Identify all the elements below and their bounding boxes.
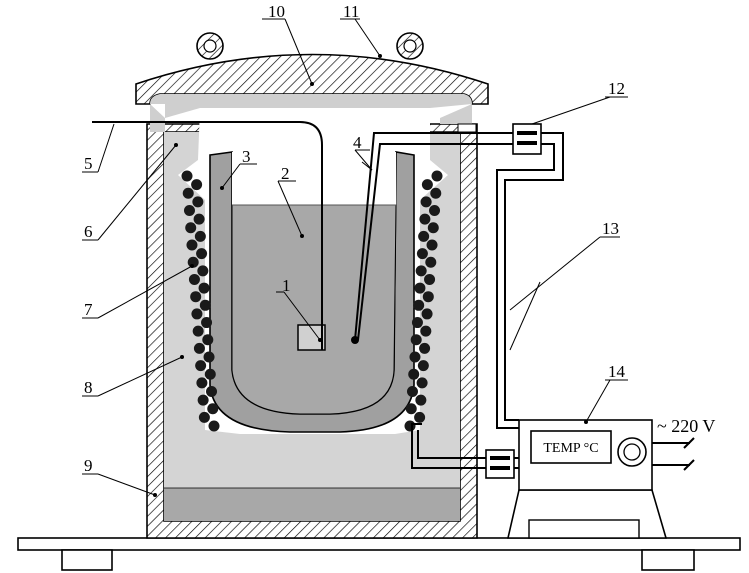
coil-turn — [413, 299, 425, 311]
coil-turn — [199, 299, 211, 311]
crucible — [209, 151, 415, 433]
coil-turn — [422, 291, 434, 303]
coil-turn — [425, 256, 437, 268]
coil-turn — [416, 248, 428, 260]
coil-turn — [430, 187, 442, 199]
furnace-lid — [135, 32, 489, 133]
coil-turn — [421, 308, 433, 320]
coil-turn — [419, 213, 431, 225]
coil-turn — [182, 187, 194, 199]
coil-turn — [417, 360, 429, 372]
coil-turn — [198, 282, 210, 294]
coil-turn — [185, 222, 197, 234]
coil-turn — [416, 377, 428, 389]
callout-10: 10 — [268, 2, 285, 21]
coil-turn — [186, 239, 198, 251]
thermocouple-wires — [351, 132, 564, 429]
coil-turn — [415, 265, 427, 277]
coil-turn — [420, 325, 432, 337]
coil-turn — [198, 411, 210, 423]
leader-lines — [82, 18, 628, 497]
callout-1: 1 — [282, 276, 291, 295]
connector-top — [512, 123, 542, 155]
coil-turn — [192, 196, 204, 208]
callout-4: 4 — [353, 133, 362, 152]
coil-turn — [424, 273, 436, 285]
coil-turn — [421, 179, 433, 191]
callout-3: 3 — [242, 147, 251, 166]
coil-turn — [405, 403, 417, 415]
connector-bottom — [485, 449, 515, 479]
callout-9: 9 — [84, 456, 93, 475]
coil-turn — [192, 325, 204, 337]
coil-turn — [197, 394, 209, 406]
callout-12: 12 — [608, 79, 625, 98]
coil-turn — [202, 334, 214, 346]
controller-display-text: TEMP °C — [543, 441, 598, 456]
callout-2: 2 — [281, 164, 290, 183]
coil-turn — [415, 394, 427, 406]
coil-turn — [193, 213, 205, 225]
coil-turn — [410, 334, 422, 346]
controller-display — [530, 430, 612, 464]
coil-turn — [419, 342, 431, 354]
voltage-label: ~ 220 V — [657, 416, 715, 436]
callout-14: 14 — [608, 362, 626, 381]
coil-turn — [191, 308, 203, 320]
coil-turn — [204, 368, 216, 380]
callout-7: 7 — [84, 300, 93, 319]
coil-turn — [411, 317, 423, 329]
coil-turn — [196, 248, 208, 260]
coil-turn — [408, 368, 420, 380]
temperature-controller: TEMP °C — [506, 419, 668, 539]
power-lines: ~ 220 V — [652, 416, 715, 471]
coil-turn — [196, 377, 208, 389]
coil-turn — [404, 420, 416, 432]
coil-turn — [183, 204, 195, 216]
coil-turn — [201, 317, 213, 329]
coil-turn — [208, 420, 220, 432]
coil-turn — [207, 403, 219, 415]
coil-turn — [426, 239, 438, 251]
coil-turn — [191, 179, 203, 191]
coil-turn — [197, 265, 209, 277]
coil-turn — [190, 291, 202, 303]
coil-turn — [414, 282, 426, 294]
coil-turn — [195, 360, 207, 372]
coil-turn — [427, 222, 439, 234]
coil-turn — [418, 230, 430, 242]
coil-turn — [206, 386, 218, 398]
coil-turn — [203, 351, 215, 363]
coil-turn — [414, 411, 426, 423]
molten-metal — [231, 204, 397, 415]
callout-11: 11 — [343, 2, 359, 21]
coil-turn — [181, 170, 193, 182]
callout-5: 5 — [84, 154, 93, 173]
callout-6: 6 — [84, 222, 93, 241]
callout-labels: 1 2 3 4 5 6 7 8 9 10 11 12 13 14 — [84, 2, 626, 475]
callout-8: 8 — [84, 378, 93, 397]
coil-turn — [409, 351, 421, 363]
base-plate — [17, 537, 741, 571]
coil-turn — [193, 342, 205, 354]
heating-coil — [181, 170, 443, 432]
coil-turn — [406, 386, 418, 398]
callout-13: 13 — [602, 219, 619, 238]
coil-turn — [194, 230, 206, 242]
coil-turn — [188, 273, 200, 285]
coil-turn — [420, 196, 432, 208]
coil-turn — [429, 204, 441, 216]
thermocouple-lance — [92, 121, 323, 350]
coil-turn — [431, 170, 443, 182]
